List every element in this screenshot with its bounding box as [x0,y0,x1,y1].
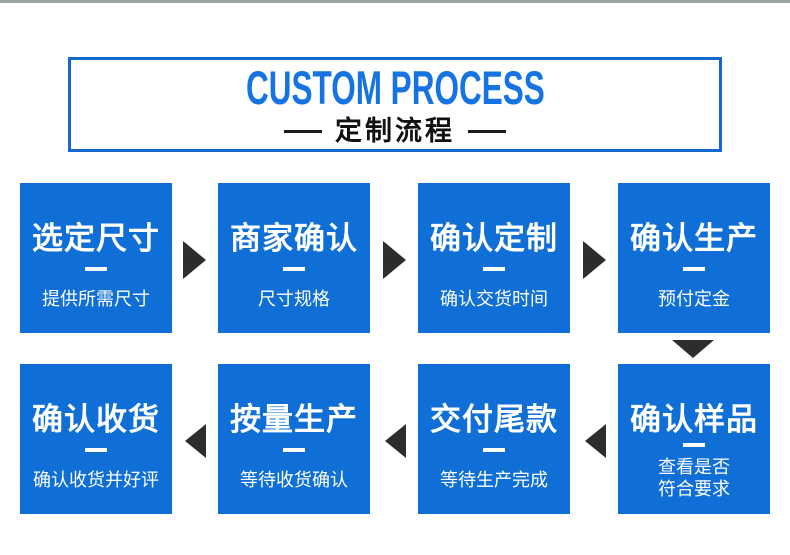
step-subtitle: 预付定金 [658,289,730,309]
step-dash [283,448,305,452]
step-dash [483,448,505,452]
arrow-right-icon [583,241,606,279]
step-box-merchant-confirm: 商家确认 尺寸规格 [218,183,370,333]
step-subtitle: 等待收货确认 [240,470,348,490]
step-title: 按量生产 [230,402,358,437]
header-title-en: CUSTOM PROCESS [245,60,545,114]
step-dash [85,267,107,271]
step-title: 确认定制 [430,221,558,256]
step-subtitle: 查看是否 [658,457,730,477]
header-title-zh: 定制流程 [335,115,455,146]
step-box-mass-production: 按量生产 等待收货确认 [218,364,370,514]
header-title-zh-row: 定制流程 [284,115,506,146]
arrow-right-icon [183,241,206,279]
step-title: 选定尺寸 [32,221,160,256]
right-dash-line [468,129,506,133]
arrow-left-icon [185,424,206,458]
step-title: 确认收货 [32,402,160,437]
step-dash [683,267,705,271]
step-box-confirm-production: 确认生产 预付定金 [618,183,770,333]
step-subtitle-line2: 符合要求 [658,479,730,499]
step-subtitle: 确认收货并好评 [33,470,159,490]
step-box-pay-balance: 交付尾款 等待生产完成 [418,364,570,514]
top-divider-line [0,0,790,3]
step-dash [683,443,705,447]
step-subtitle: 等待生产完成 [440,470,548,490]
arrow-down-icon [672,340,714,358]
header: CUSTOM PROCESS 定制流程 [68,57,722,152]
arrow-left-icon [385,424,406,458]
step-subtitle: 尺寸规格 [258,289,330,309]
arrow-left-icon [585,424,606,458]
step-box-confirm-receipt: 确认收货 确认收货并好评 [20,364,172,514]
step-subtitle: 提供所需尺寸 [42,289,150,309]
arrow-right-icon [383,241,406,279]
step-title: 确认生产 [630,221,758,256]
step-title: 交付尾款 [430,402,558,437]
step-dash [85,448,107,452]
step-dash [283,267,305,271]
step-title: 确认样品 [630,402,758,437]
step-box-select-size: 选定尺寸 提供所需尺寸 [20,183,172,333]
step-box-confirm-sample: 确认样品 查看是否 符合要求 [618,364,770,514]
step-box-confirm-custom: 确认定制 确认交货时间 [418,183,570,333]
left-dash-line [284,129,322,133]
step-dash [483,267,505,271]
step-title: 商家确认 [230,221,358,256]
step-subtitle: 确认交货时间 [440,289,548,309]
